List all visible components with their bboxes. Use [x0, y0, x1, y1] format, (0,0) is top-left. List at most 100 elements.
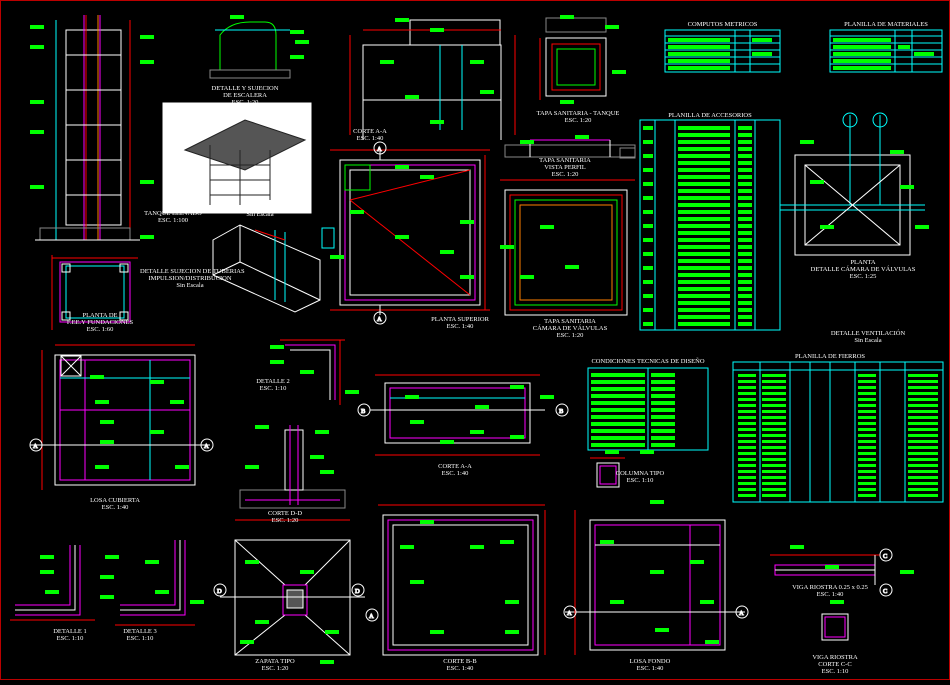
table-cell-fill: [738, 308, 752, 312]
table-cell-fill: [591, 380, 645, 384]
annotation-tag: [460, 275, 474, 279]
marker-a-losa1: A: [33, 443, 38, 450]
table-cell-fill: [908, 410, 938, 413]
table-cell-fill: [762, 404, 786, 407]
annotation-tag: [640, 450, 654, 454]
table-cell-fill: [858, 410, 876, 413]
table-cell-fill: [738, 488, 756, 491]
annotation-tag: [395, 18, 409, 22]
table-cell-fill: [762, 488, 786, 491]
table-cell-fill: [858, 482, 876, 485]
table-cell-fill: [678, 189, 730, 193]
table-accesorios: [639, 119, 781, 331]
annotation-tag: [290, 55, 304, 59]
table-cell-fill: [678, 231, 730, 235]
annotation-tag: [30, 100, 44, 104]
table-cell-fill: [908, 380, 938, 383]
table-cell-fill: [858, 416, 876, 419]
table-cell-fill: [678, 126, 730, 130]
table-cell-fill: [738, 494, 756, 497]
table-cell-fill: [643, 140, 653, 144]
table-cell-fill: [762, 398, 786, 401]
table-cell-fill: [651, 401, 675, 405]
stair-3d-image: [162, 102, 312, 214]
table-cell-fill: [651, 415, 675, 419]
table-cell-fill: [833, 52, 891, 56]
section-dd: [235, 425, 350, 521]
table-cell-fill: [908, 458, 938, 461]
annotation-tag: [600, 540, 614, 544]
table-cell-fill: [738, 322, 752, 326]
table-cell-fill: [678, 140, 730, 144]
table-cell-fill: [762, 374, 786, 377]
table-cell-fill: [738, 175, 752, 179]
annotation-tag: [240, 640, 254, 644]
table-cell-fill: [908, 434, 938, 437]
detail-2: [280, 339, 345, 405]
table-cell-fill: [668, 38, 730, 42]
table-cell-fill: [908, 404, 938, 407]
annotation-tag: [915, 225, 929, 229]
title-materiales: PLANILLA DE MATERIALES: [844, 21, 928, 28]
marker-a-bb1: A: [369, 613, 374, 620]
table-cell-fill: [908, 428, 938, 431]
typical-footing: [220, 539, 365, 656]
table-cell-fill: [908, 464, 938, 467]
table-cell-fill: [908, 494, 938, 497]
table-cell-fill: [738, 410, 756, 413]
table-cell-fill: [678, 294, 730, 298]
title-computos: COMPUTOS METRICOS: [687, 21, 758, 28]
table-cell-fill: [858, 470, 876, 473]
annotation-tag: [100, 440, 114, 444]
annotation-tag: [405, 95, 419, 99]
table-cell-fill: [651, 380, 675, 384]
table-cell-fill: [668, 45, 730, 49]
table-cell-fill: [678, 252, 730, 256]
table-cell-fill: [738, 238, 752, 242]
table-cell-fill: [678, 210, 730, 214]
table-cell-fill: [738, 294, 752, 298]
annotation-tag: [612, 70, 626, 74]
marker-a-top1: A: [377, 146, 382, 153]
table-cell-fill: [762, 410, 786, 413]
table-materiales: [829, 29, 943, 73]
table-cell-fill: [858, 428, 876, 431]
table-cell-fill: [643, 322, 653, 326]
foundation-plan: [51, 255, 138, 330]
table-cell-fill: [738, 133, 752, 137]
table-cell-fill: [668, 66, 730, 70]
annotation-tag: [140, 180, 154, 184]
title-fierros: PLANILLA DE FIERROS: [794, 353, 866, 360]
table-cell-fill: [738, 476, 756, 479]
table-cell-fill: [591, 436, 645, 440]
annotation-tag: [605, 25, 619, 29]
annotation-tag: [505, 630, 519, 634]
annotation-tag: [830, 600, 844, 604]
table-cell-fill: [738, 266, 752, 270]
table-cell-fill: [678, 224, 730, 228]
table-cell-fill: [908, 470, 938, 473]
annotation-tag: [810, 180, 824, 184]
table-cell-fill: [908, 476, 938, 479]
annotation-tag: [800, 140, 814, 144]
annotation-tag: [380, 60, 394, 64]
annotation-tag: [245, 465, 259, 469]
table-cell-fill: [643, 266, 653, 270]
table-cell-fill: [762, 452, 786, 455]
annotation-tag: [310, 455, 324, 459]
table-cell-fill: [651, 387, 675, 391]
annotation-tag: [170, 400, 184, 404]
table-cell-fill: [914, 52, 934, 56]
annotation-tag: [100, 595, 114, 599]
table-cell-fill: [738, 140, 752, 144]
annotation-tag: [400, 545, 414, 549]
tower-elevation: [35, 15, 140, 241]
table-cell-fill: [591, 387, 645, 391]
annotation-tag: [520, 275, 534, 279]
table-cell-fill: [738, 446, 756, 449]
annotation-tag: [705, 640, 719, 644]
annotation-tag: [320, 660, 334, 664]
annotation-tag: [610, 600, 624, 604]
